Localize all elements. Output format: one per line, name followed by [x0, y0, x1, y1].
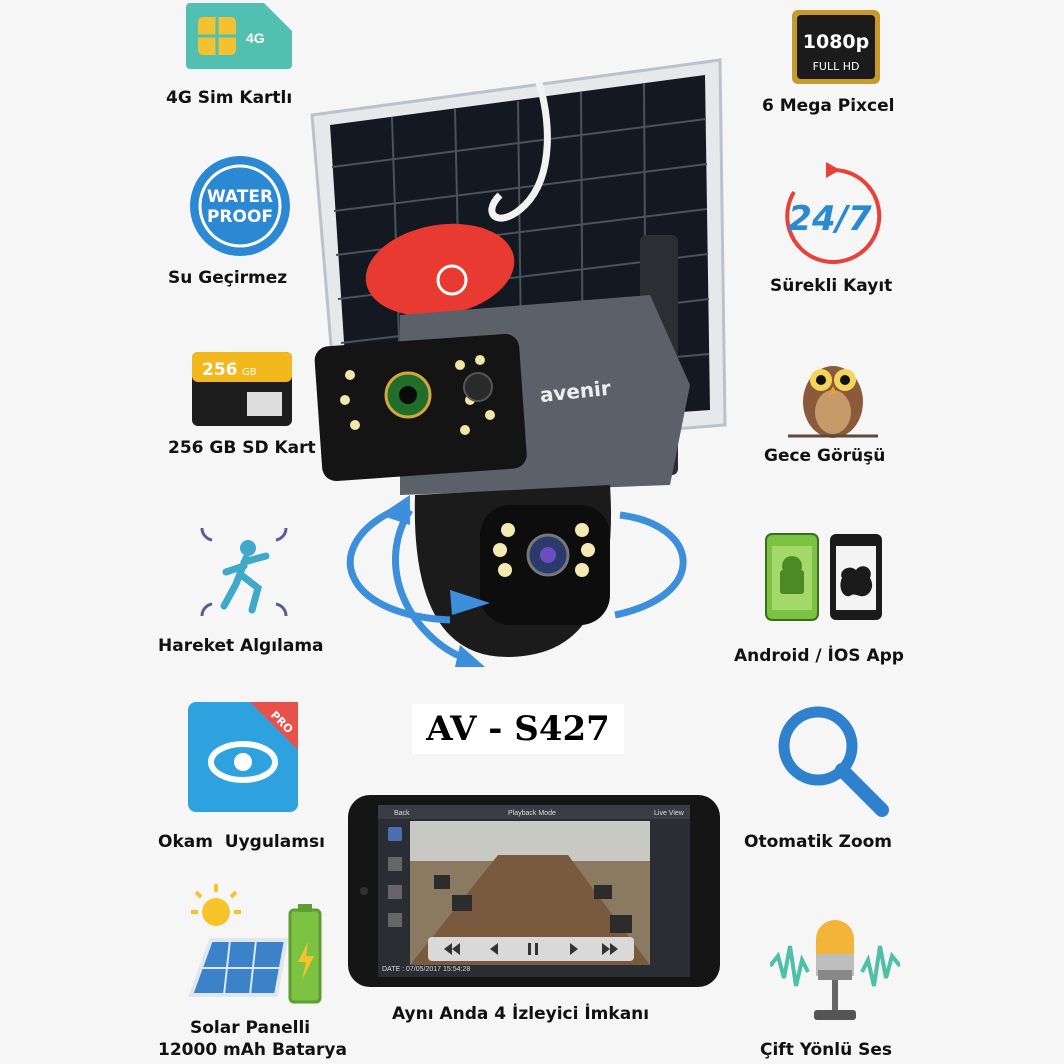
waterproof-icon: WATER PROOF — [190, 156, 290, 256]
hd-badge-bottom: FULL HD — [813, 60, 860, 73]
phone-live-text: Live View — [654, 810, 685, 817]
motion-detection-icon — [200, 527, 288, 617]
zoom-label: Otomatik Zoom — [744, 832, 893, 852]
app-label: Android / İOS App — [734, 646, 904, 666]
recording-label: Sürekli Kayıt — [770, 276, 893, 296]
phone-playback-illustration: Back Playback Mode Live View DATE : 07/0… — [348, 795, 720, 987]
two-way-audio-icon — [770, 920, 900, 1020]
nightvision-label: Gece Görüşü — [764, 446, 886, 466]
resolution-label: 6 Mega Pixcel — [762, 96, 895, 116]
sdcard-label: 256 GB SD Kart — [168, 438, 316, 458]
recording-badge-text: 24/7 — [788, 199, 872, 239]
viewers-label: Aynı Anda 4 İzleyici İmkanı — [392, 1004, 650, 1024]
phone-back-text: Back — [394, 810, 410, 817]
solar-panel-icon — [188, 884, 322, 1004]
sd-badge-text: 256 — [202, 360, 238, 380]
full-hd-icon: 1080p FULL HD — [792, 10, 880, 84]
hd-badge-top: 1080p — [803, 31, 869, 53]
phone-date-text: DATE : 07/05/2017 15:54:28 — [382, 966, 470, 973]
sim-card-icon: 4G — [186, 3, 292, 69]
okam-label: Okam Uygulamsı — [158, 832, 325, 852]
okam-app-icon: PRO — [188, 702, 298, 812]
model-name: AV - S427 — [412, 704, 624, 754]
continuous-recording-icon: 24/7 — [785, 162, 882, 264]
waterproof-label: Su Geçirmez — [168, 268, 288, 288]
solar-camera-illustration: avenir — [310, 58, 727, 667]
owl-night-vision-icon — [788, 366, 878, 438]
android-ios-icon — [765, 533, 882, 621]
solar-label-line2: 12000 mAh Batarya — [158, 1040, 347, 1060]
waterproof-line2: PROOF — [207, 207, 273, 227]
sd-card-icon: 256 GB — [192, 352, 292, 426]
solar-label-line1: Solar Panelli — [190, 1018, 311, 1038]
magnifier-zoom-icon — [778, 706, 889, 817]
sim-badge-text: 4G — [246, 30, 265, 46]
sd-badge-unit: GB — [242, 367, 257, 378]
motion-label: Hareket Algılama — [158, 636, 324, 656]
sim-label: 4G Sim Kartlı — [166, 88, 293, 108]
audio-label: Çift Yönlü Ses — [760, 1040, 893, 1060]
phone-mode-text: Playback Mode — [508, 810, 556, 817]
waterproof-line1: WATER — [207, 187, 273, 207]
